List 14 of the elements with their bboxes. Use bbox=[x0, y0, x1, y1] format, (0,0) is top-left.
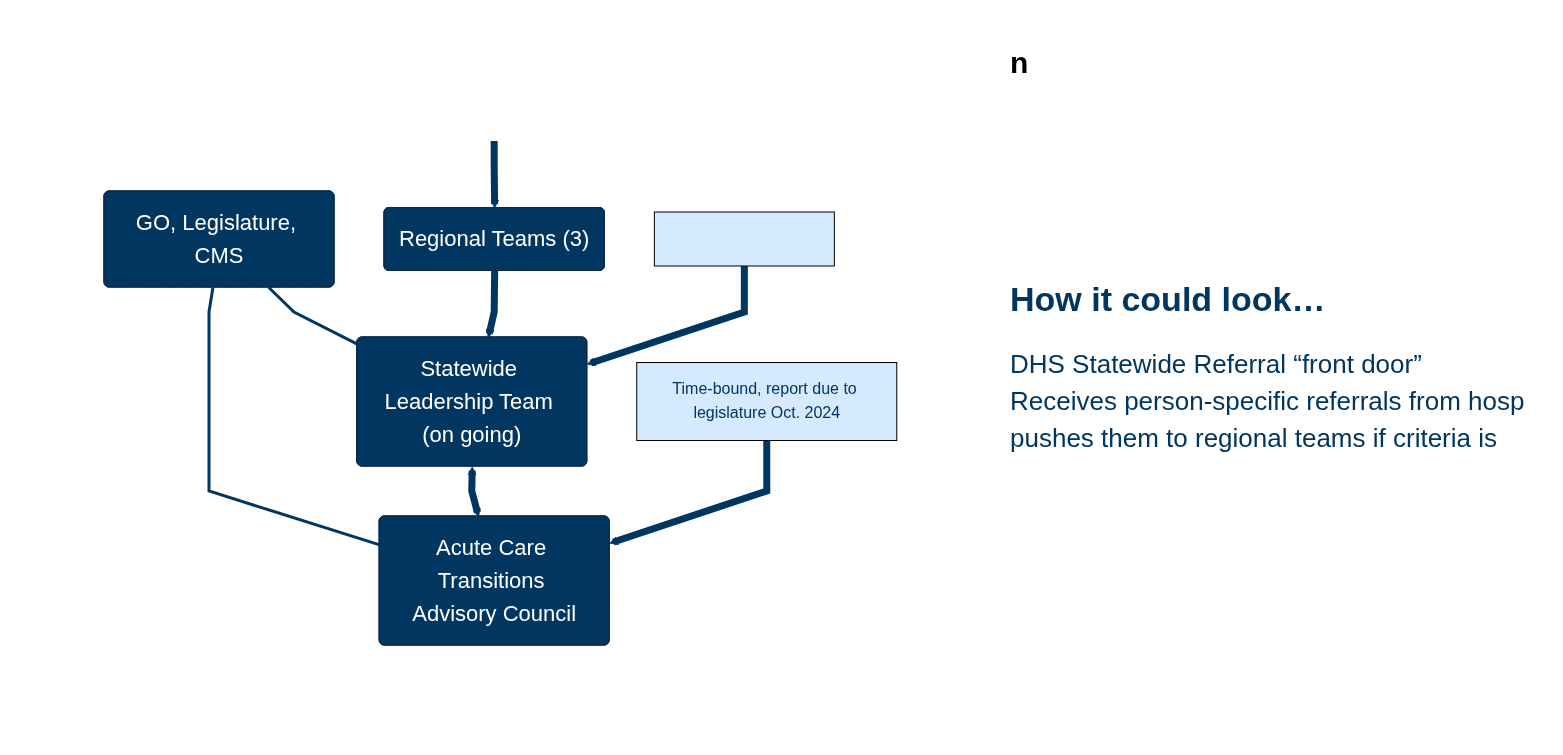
arrow bbox=[485, 270, 498, 338]
arrow bbox=[489, 140, 499, 208]
arrow bbox=[467, 466, 481, 517]
arrow bbox=[608, 440, 770, 545]
section-heading: How it could look… bbox=[1010, 280, 1327, 319]
body-text: DHS Statewide Referral “front door” bbox=[1010, 349, 1423, 380]
arrow bbox=[586, 265, 748, 366]
connector bbox=[207, 286, 380, 546]
body-text: pushes them to regional teams if criteria is bbox=[1010, 423, 1498, 454]
node-box: Time-bound, report due to legislature Oct. 2024 bbox=[635, 361, 897, 441]
body-text: Receives person-specific referrals from hosp bbox=[1010, 386, 1526, 417]
node-box bbox=[653, 211, 835, 266]
cut-off-heading: n bbox=[1010, 46, 1030, 80]
connector bbox=[267, 285, 358, 345]
